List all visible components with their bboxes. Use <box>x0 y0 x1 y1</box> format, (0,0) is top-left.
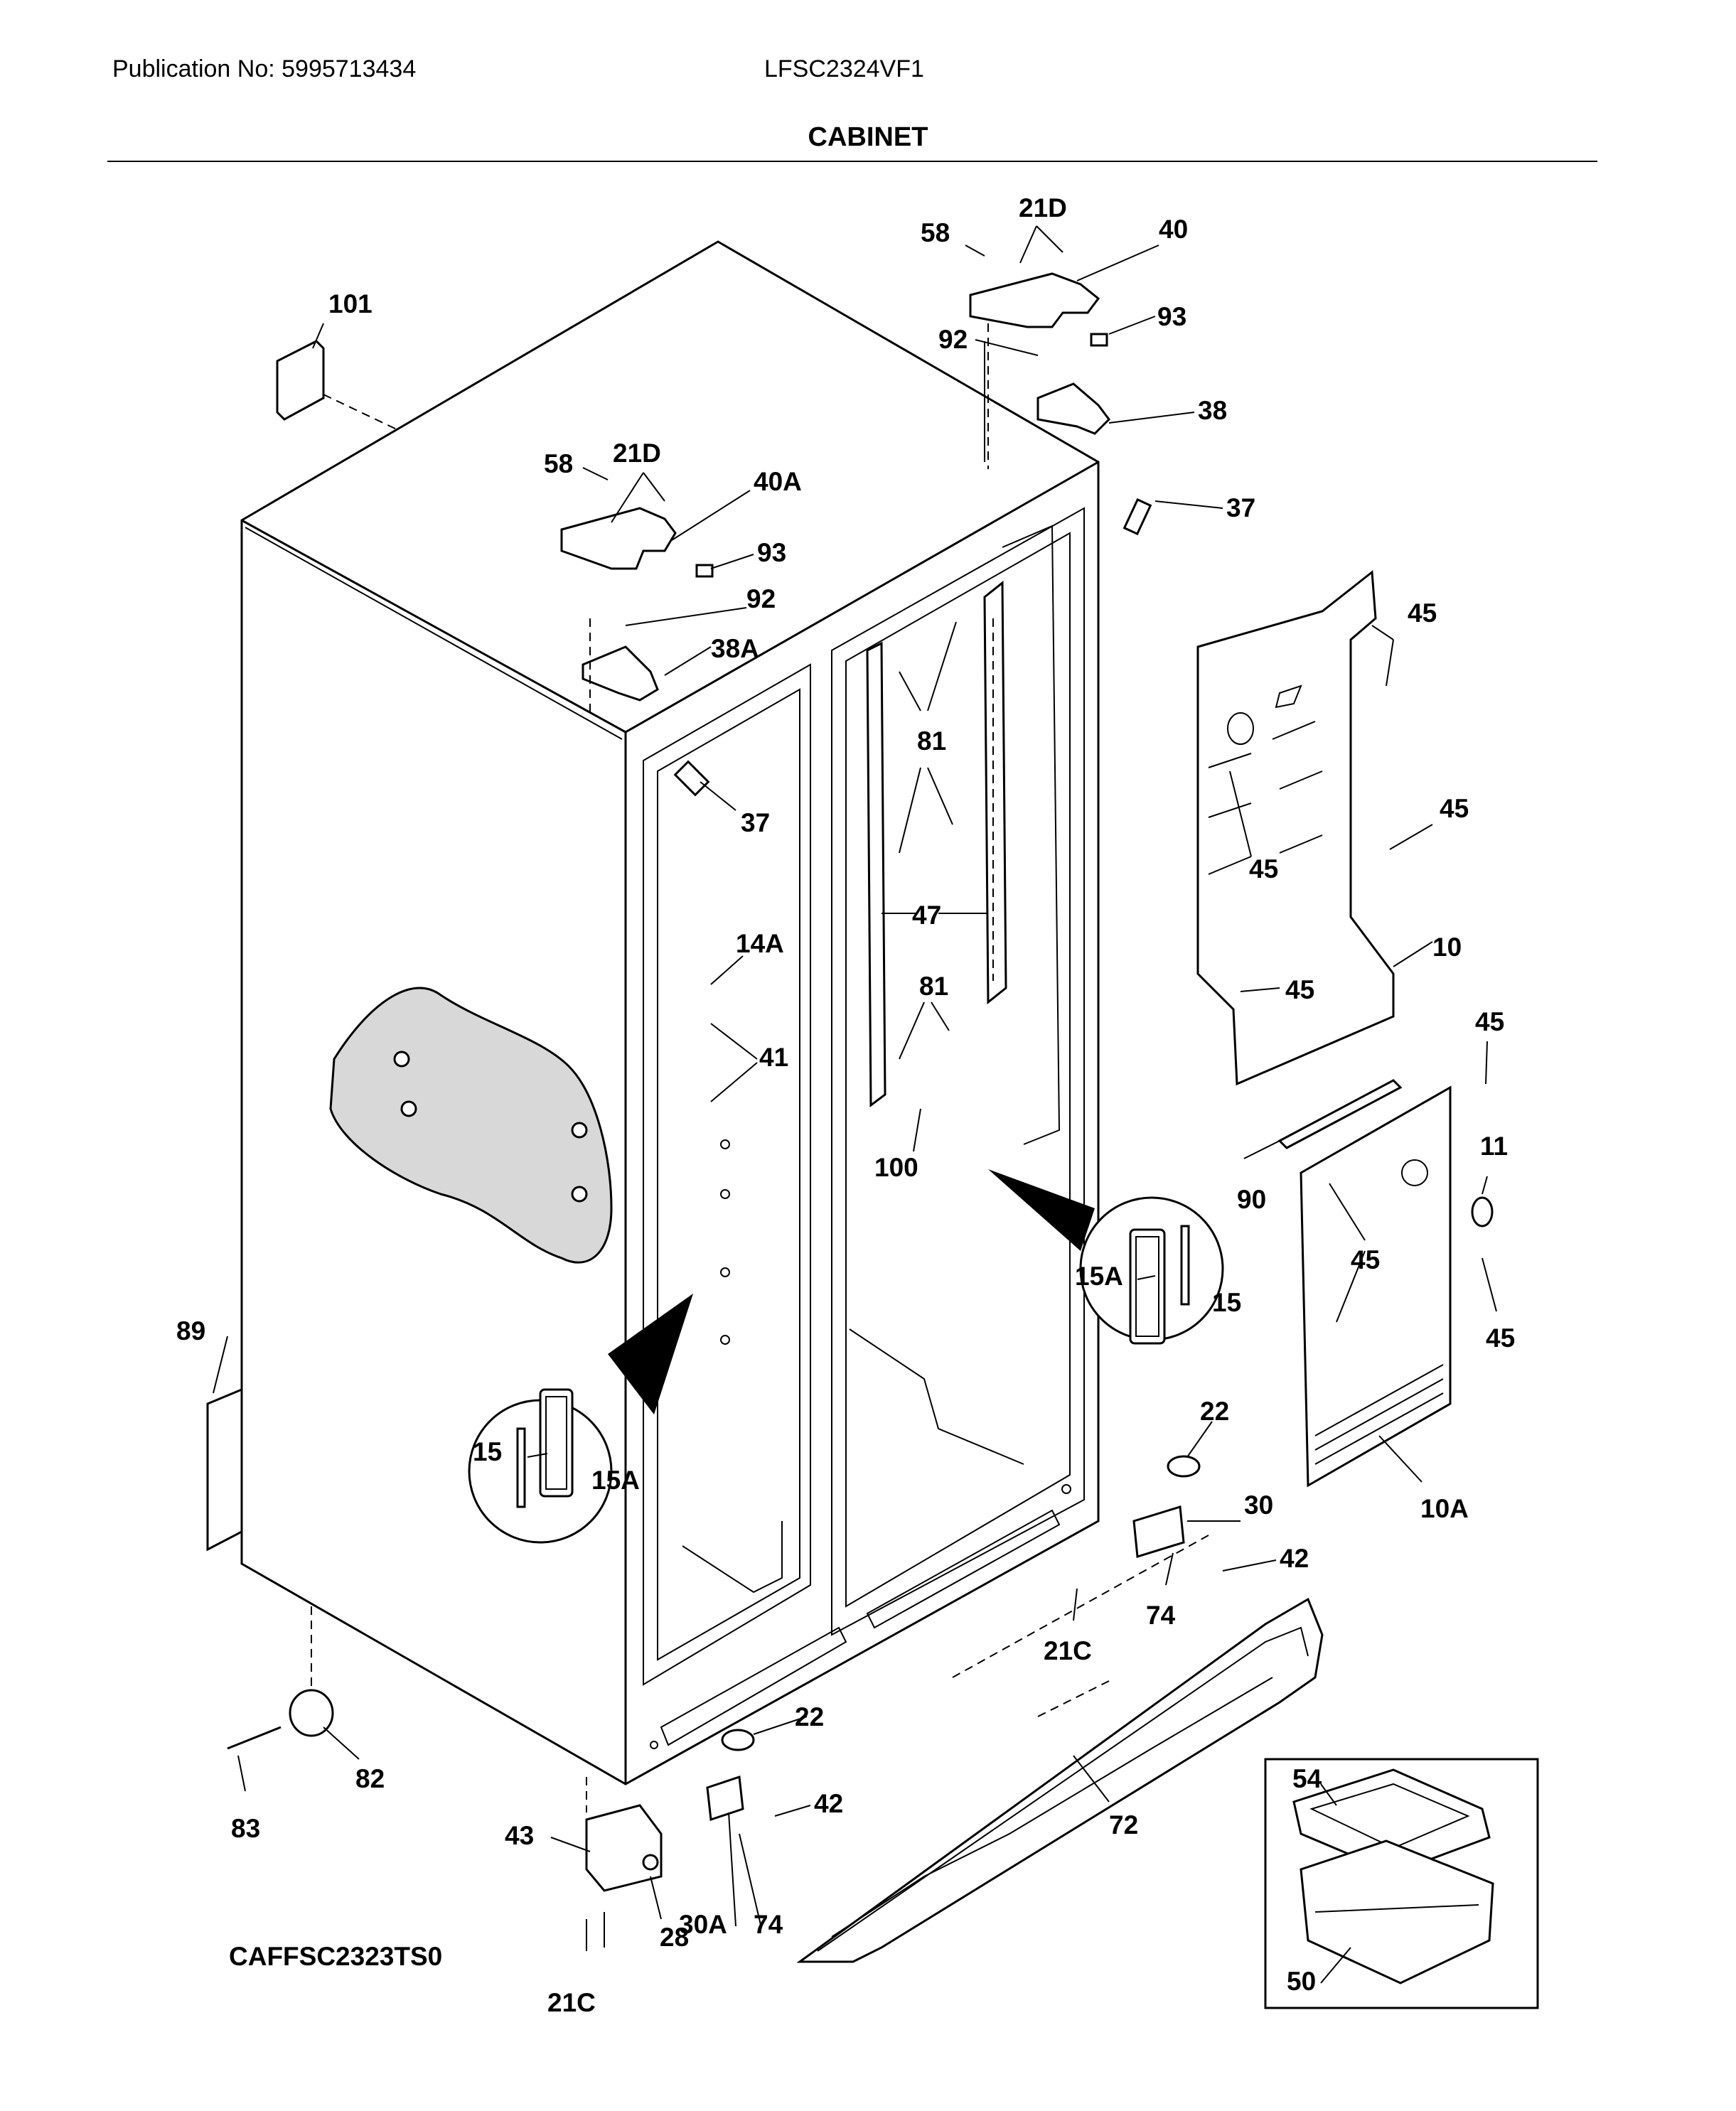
air-duct-panel-10 <box>1196 570 1395 1086</box>
hinge-assembly-left <box>560 507 714 718</box>
callout-100: 100 <box>874 1153 918 1182</box>
leveler-and-roller <box>227 1606 334 1750</box>
callout-38A: 38A <box>711 634 759 663</box>
callout-28: 28 <box>660 1923 689 1952</box>
callout-45: 45 <box>1486 1323 1515 1353</box>
door-stop-lower-right <box>1132 1455 1201 1558</box>
callout-83: 83 <box>231 1814 260 1843</box>
callout-labels: 101 58 21D 40 93 92 38 58 21D 40A 93 92 … <box>176 193 1515 2017</box>
door-stop-lower-left <box>706 1729 755 1822</box>
side-insulation-blanket <box>329 987 613 1264</box>
model-number: LFSC2324VF1 <box>764 55 924 82</box>
callout-22: 22 <box>1200 1397 1229 1426</box>
callout-30: 30 <box>1244 1490 1273 1520</box>
callout-21C: 21C <box>547 1988 596 2017</box>
callout-38: 38 <box>1198 396 1227 425</box>
grommet-11 <box>1471 1196 1494 1228</box>
callout-45: 45 <box>1475 1007 1504 1036</box>
callout-43: 43 <box>505 1821 534 1850</box>
detail-circle-right <box>988 1169 1224 1345</box>
toe-grille-72 <box>796 1535 1324 1963</box>
callout-54: 54 <box>1292 1764 1322 1793</box>
callout-92: 92 <box>938 325 968 354</box>
callout-45: 45 <box>1408 598 1437 628</box>
callout-21C: 21C <box>1044 1636 1092 1665</box>
callout-11: 11 <box>1480 1132 1508 1161</box>
gasket-strip-90 <box>1277 1079 1403 1149</box>
callout-42: 42 <box>814 1789 843 1818</box>
diagram-code: CAFFSC2323TS0 <box>229 1942 442 1971</box>
callout-101: 101 <box>328 289 373 318</box>
back-bracket-89 <box>206 1336 243 1552</box>
callout-82: 82 <box>355 1764 385 1793</box>
callout-47: 47 <box>912 901 941 930</box>
callout-15A: 15A <box>1075 1262 1123 1291</box>
section-title: CABINET <box>808 122 928 152</box>
callout-74: 74 <box>754 1910 783 1939</box>
callout-14A: 14A <box>736 929 784 958</box>
hinge-pin-top <box>1122 498 1152 536</box>
callout-93: 93 <box>757 538 786 567</box>
callout-40A: 40A <box>754 467 802 496</box>
callout-90: 90 <box>1237 1185 1266 1214</box>
callout-41: 41 <box>759 1043 788 1072</box>
callout-40: 40 <box>1159 215 1188 244</box>
roller-bracket-43 <box>585 1777 663 1951</box>
publication-number: Publication No: 5995713434 <box>112 55 417 82</box>
callout-93: 93 <box>1157 302 1186 331</box>
callout-21D: 21D <box>1019 193 1067 222</box>
callout-10A: 10A <box>1420 1494 1469 1523</box>
callout-45: 45 <box>1285 975 1314 1004</box>
rear-access-panel-10A <box>1300 1085 1452 1488</box>
callout-72: 72 <box>1109 1810 1138 1839</box>
callout-45: 45 <box>1351 1245 1380 1274</box>
callout-81: 81 <box>917 726 946 756</box>
callout-58: 58 <box>544 449 573 478</box>
control-housing-inset <box>1264 1758 1539 2009</box>
detail-circle-left <box>468 1294 693 1544</box>
callout-74: 74 <box>1146 1601 1176 1630</box>
callout-45: 45 <box>1440 794 1469 823</box>
hinge-assembly-right <box>969 272 1110 469</box>
callout-81: 81 <box>919 972 948 1001</box>
callout-15A: 15A <box>591 1466 640 1495</box>
header-divider <box>107 161 1597 162</box>
callout-21D: 21D <box>613 439 661 468</box>
callout-50: 50 <box>1287 1967 1316 1996</box>
callout-89: 89 <box>176 1316 205 1345</box>
callout-15: 15 <box>1212 1288 1241 1317</box>
callout-37: 37 <box>1226 493 1255 522</box>
callout-45: 45 <box>1249 854 1278 883</box>
callout-58: 58 <box>921 218 950 247</box>
callout-37: 37 <box>741 808 770 837</box>
cabinet-body <box>240 240 1100 1785</box>
callout-30A: 30A <box>679 1910 727 1939</box>
top-bracket-101 <box>276 340 399 431</box>
leader-lines <box>237 225 1497 1984</box>
hinge-pin-front <box>673 760 710 797</box>
callout-10: 10 <box>1432 933 1462 962</box>
callout-42: 42 <box>1280 1544 1309 1573</box>
callout-15: 15 <box>473 1437 502 1466</box>
callout-92: 92 <box>746 584 776 613</box>
shelf-rails <box>866 580 1007 1107</box>
callout-22: 22 <box>795 1702 824 1731</box>
